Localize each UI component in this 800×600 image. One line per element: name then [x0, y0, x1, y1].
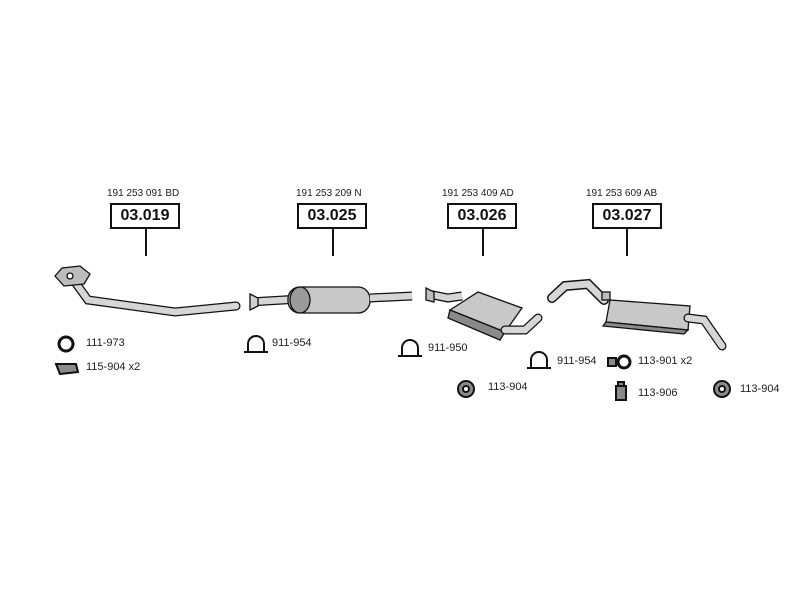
- ref-number-4: 191 253 609 AB: [586, 188, 658, 199]
- ring-hanger-icon: [607, 354, 632, 370]
- part-code-box-3[interactable]: 03.026: [447, 203, 517, 229]
- accessory-label-113-904-a: 113-904: [488, 381, 528, 393]
- accessory-label-111-973: 111-973: [86, 337, 125, 349]
- accessory-label-113-904-b: 113-904: [740, 383, 780, 395]
- rear-silencer-part: [547, 278, 727, 351]
- accessory-label-911-954-b: 911-954: [557, 355, 597, 367]
- accessory-label-911-950: 911-950: [428, 342, 468, 354]
- rubber-hanger-icon-2: [713, 380, 731, 398]
- accessory-label-911-954-a: 911-954: [272, 337, 312, 349]
- intermediate-silencer-part: [425, 286, 543, 341]
- ref-number-3: 191 253 409 AD: [442, 188, 514, 199]
- rubber-hanger-icon-1: [457, 380, 475, 398]
- u-clamp-icon-2: [398, 339, 422, 357]
- front-pipe-part: [54, 265, 241, 317]
- ref-number-1: 191 253 091 BD: [107, 188, 180, 199]
- accessory-label-113-901: 113-901 x2: [638, 355, 693, 367]
- u-clamp-icon-3: [527, 351, 551, 369]
- accessory-label-113-906: 113-906: [638, 387, 678, 399]
- rubber-block-icon: [615, 381, 627, 401]
- accessory-label-115-904: 115-904 x2: [86, 361, 141, 373]
- rubber-mount-icon: [54, 363, 80, 376]
- u-clamp-icon-1: [244, 335, 268, 353]
- center-silencer-part: [249, 286, 413, 314]
- ref-number-2: 191 253 209 N: [296, 188, 362, 199]
- ring-gasket-icon: [57, 335, 75, 353]
